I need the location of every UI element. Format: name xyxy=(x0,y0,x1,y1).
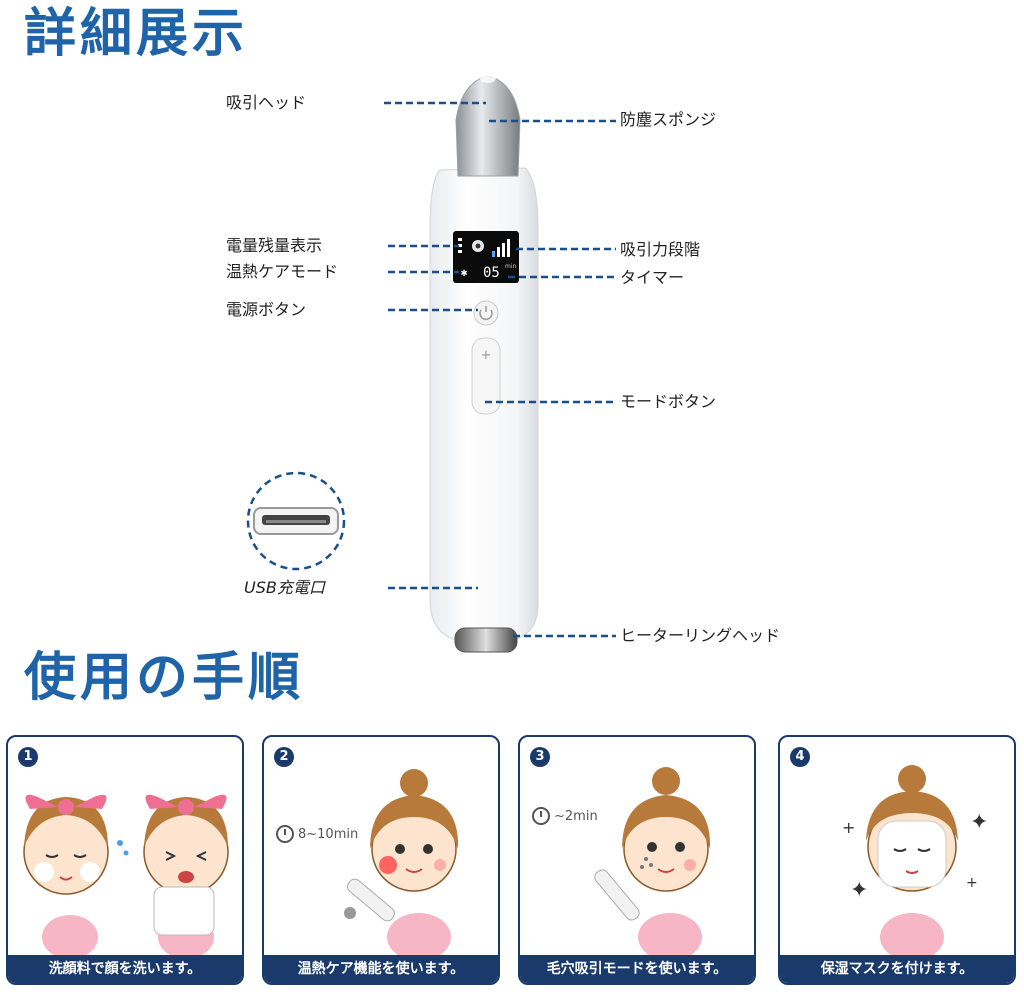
mode-button-shape xyxy=(471,337,501,415)
label-power-button: 電源ボタン xyxy=(226,300,307,319)
step-number: 3 xyxy=(530,747,550,767)
heater-ring-shape xyxy=(454,627,518,653)
stopwatch-icon xyxy=(276,825,294,843)
step-panel-4: 4 + ✦ ✦ + 保湿マスクを付けます。 xyxy=(778,735,1016,985)
step-panel-2: 2 8~10min 温熱ケア機能を使います。 xyxy=(262,735,500,985)
step-panel-1: 1 洗顔料で顔を洗いま xyxy=(6,735,244,985)
label-battery: 電量残量表示 xyxy=(226,236,323,255)
label-sponge: 防塵スポンジ xyxy=(620,110,717,129)
svg-text:+: + xyxy=(966,875,978,891)
svg-text:+: + xyxy=(481,348,492,363)
section-title-steps: 使用の手順 xyxy=(24,648,305,708)
label-mode-button: モードボタン xyxy=(620,392,717,411)
label-heat-mode: 温熱ケアモード xyxy=(226,262,339,281)
device-diagram: ✱ 05 min + xyxy=(246,75,616,653)
stopwatch-icon xyxy=(532,807,550,825)
label-timer: タイマー xyxy=(620,268,685,287)
step-number: 4 xyxy=(790,747,810,767)
heat-care-illustration xyxy=(344,769,459,957)
step-number: 1 xyxy=(18,747,38,767)
svg-text:✱: ✱ xyxy=(461,266,468,279)
step-number: 2 xyxy=(274,747,294,767)
svg-text:05: 05 xyxy=(483,265,500,281)
svg-text:min: min xyxy=(505,263,517,270)
suction-head-shape xyxy=(455,75,521,177)
svg-text:✦: ✦ xyxy=(850,878,868,903)
step-timer: 8~10min xyxy=(276,825,358,843)
step-caption: 洗顔料で顔を洗います。 xyxy=(8,955,242,983)
label-suction-level: 吸引力段階 xyxy=(620,240,701,259)
section-title-details: 詳細展示 xyxy=(24,4,249,64)
label-usb-port: USB充電口 xyxy=(244,578,325,597)
step-caption: 保湿マスクを付けます。 xyxy=(780,955,1014,983)
label-suction-head: 吸引ヘッド xyxy=(226,93,307,112)
svg-text:✦: ✦ xyxy=(970,810,988,835)
step-timer: ~2min xyxy=(532,807,598,825)
power-button-shape xyxy=(473,300,499,326)
step-caption: 毛穴吸引モードを使います。 xyxy=(520,955,754,983)
pore-suction-illustration xyxy=(594,767,711,957)
moisture-mask-illustration: + ✦ ✦ + xyxy=(842,765,988,957)
face-wash-illustration xyxy=(23,794,229,957)
label-heater-ring: ヒーターリングヘッド xyxy=(620,626,781,645)
step-caption: 温熱ケア機能を使います。 xyxy=(264,955,498,983)
step-panel-3: 3 ~2min 毛穴吸引モードを使います。 xyxy=(518,735,756,985)
svg-text:+: + xyxy=(842,818,855,837)
